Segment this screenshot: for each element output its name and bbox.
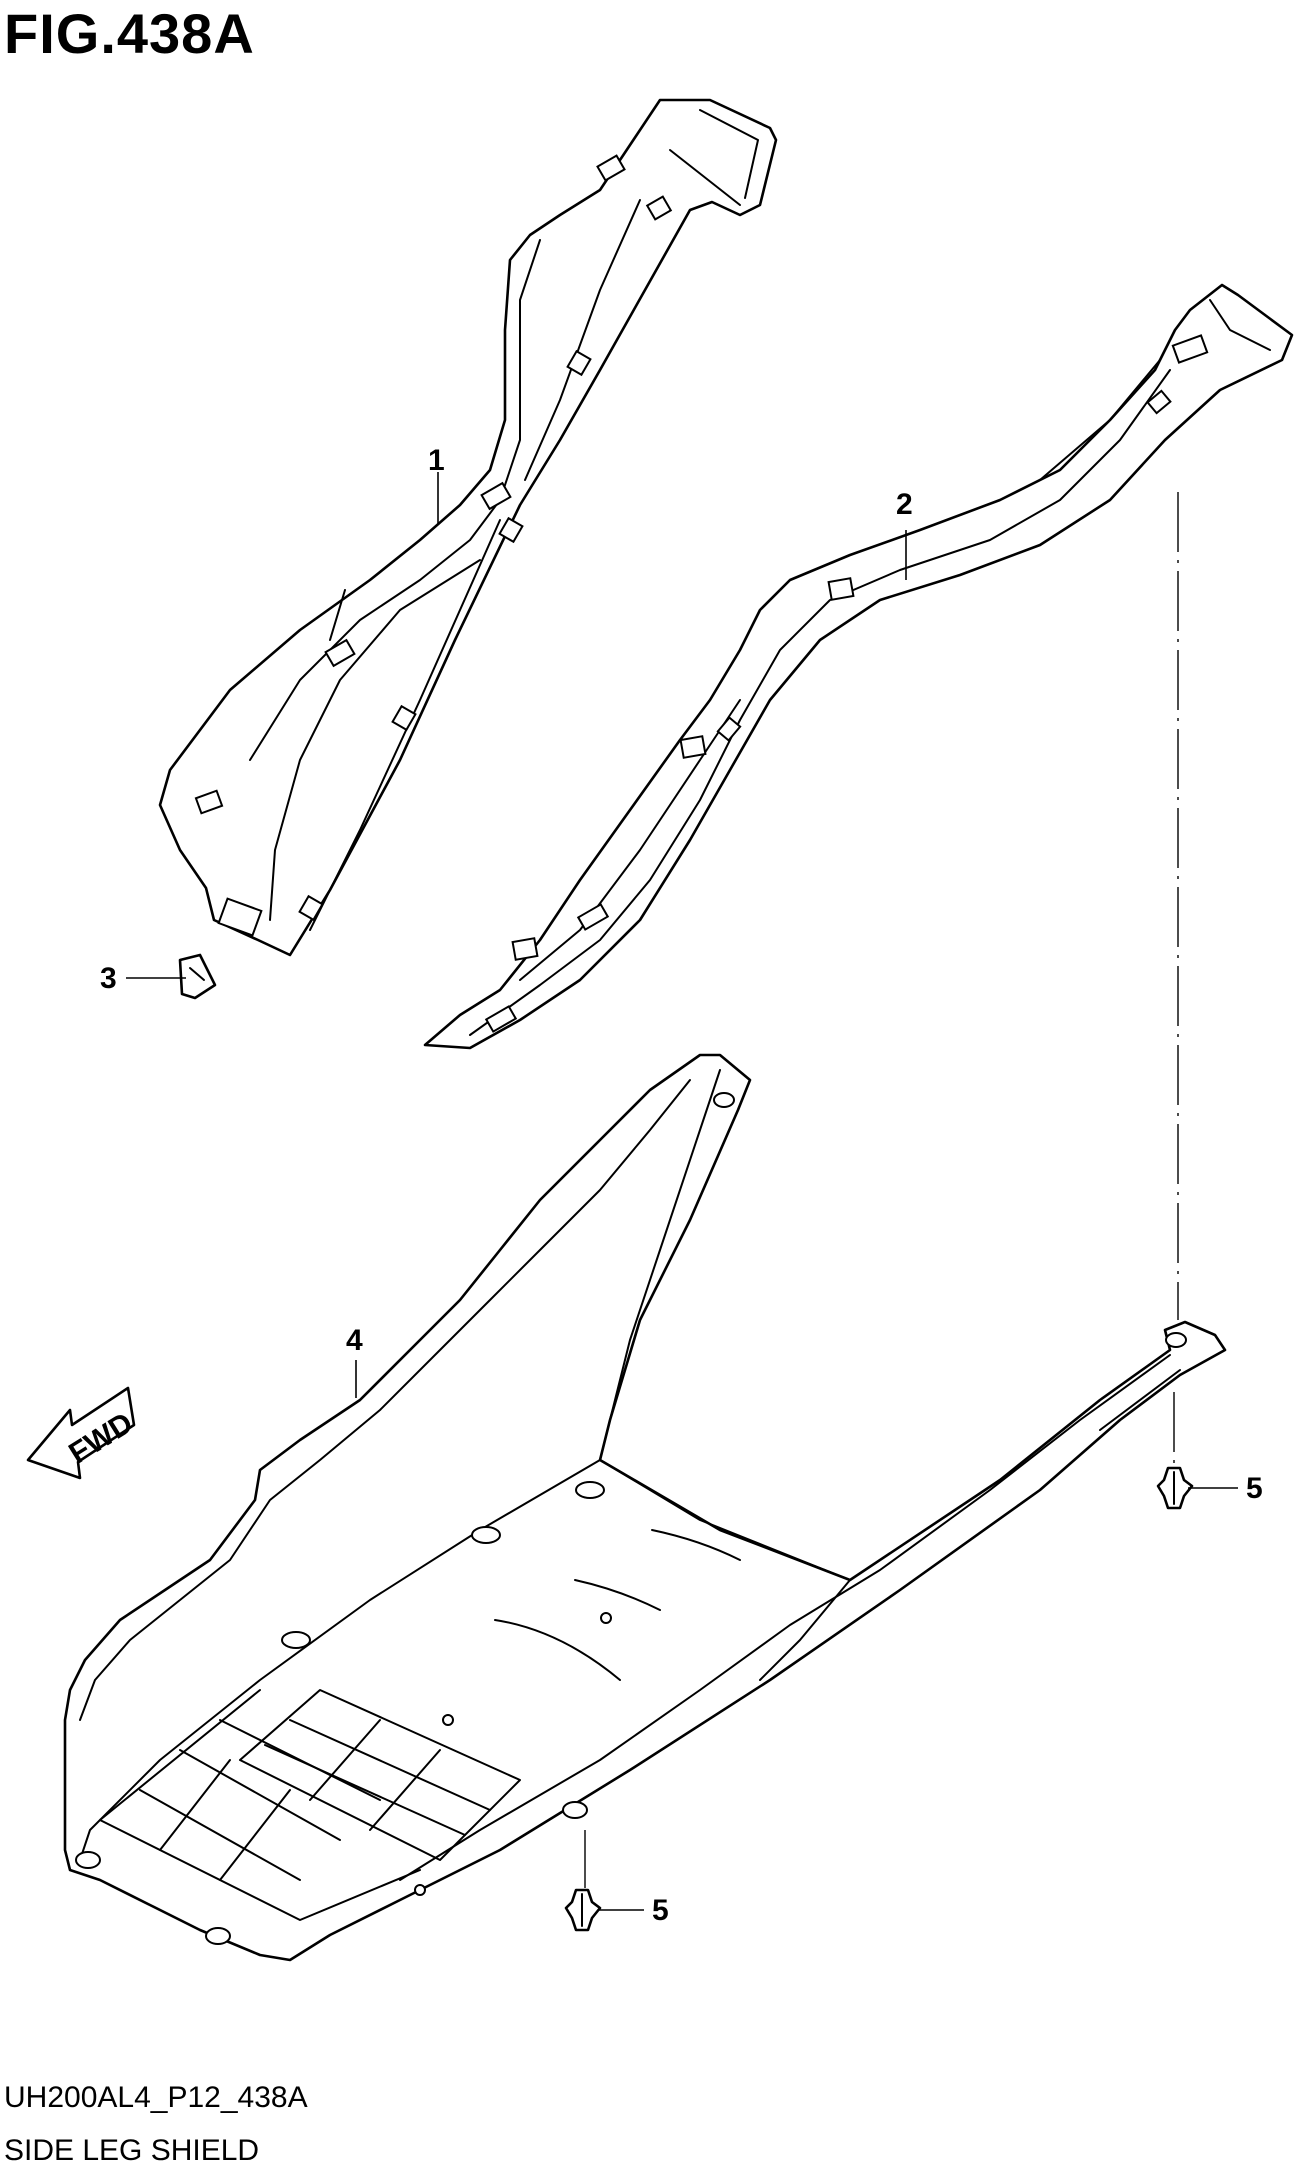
callout-1[interactable]: 1 [428, 444, 445, 477]
small-hole-3 [414, 1884, 426, 1896]
callout-3[interactable]: 3 [100, 962, 117, 995]
part-2-side-cover-right[interactable] [423, 283, 1294, 1050]
callout-2[interactable]: 2 [896, 488, 913, 521]
mount-hole-2 [281, 1631, 311, 1649]
mount-hole-7 [205, 1927, 231, 1945]
part-5-fastener-right[interactable] [1156, 1466, 1194, 1510]
part-5-fastener-bottom[interactable] [564, 1888, 602, 1932]
callout-4[interactable]: 4 [346, 1324, 363, 1357]
mount-hole-4 [713, 1092, 735, 1108]
callout-5a[interactable]: 5 [1246, 1472, 1263, 1505]
small-hole-2 [442, 1714, 454, 1726]
floor-slot-1 [651, 1529, 741, 1561]
fwd-direction-arrow: FWD [26, 1386, 139, 1480]
part-3-clip[interactable] [178, 953, 217, 1000]
mount-hole-5 [562, 1801, 588, 1819]
floor-slot-3 [494, 1619, 621, 1681]
mount-hole-6 [75, 1851, 101, 1869]
part-1-side-cover-left[interactable] [158, 98, 778, 957]
floor-slot-2 [574, 1579, 661, 1611]
part-4-floor-panel[interactable] [63, 1053, 1227, 1962]
diagram-name: SIDE LEG SHIELD [4, 2134, 260, 2167]
callout-5b[interactable]: 5 [652, 1894, 669, 1927]
mount-hole-8 [1165, 1332, 1187, 1348]
floor-vent-grille [99, 1689, 521, 1921]
small-hole-1 [600, 1612, 612, 1624]
figure-title: FIG.438A [4, 2, 255, 65]
mount-hole-3 [575, 1481, 605, 1499]
mount-hole-1 [471, 1526, 501, 1544]
diagram-code: UH200AL4_P12_438A [4, 2081, 308, 2114]
